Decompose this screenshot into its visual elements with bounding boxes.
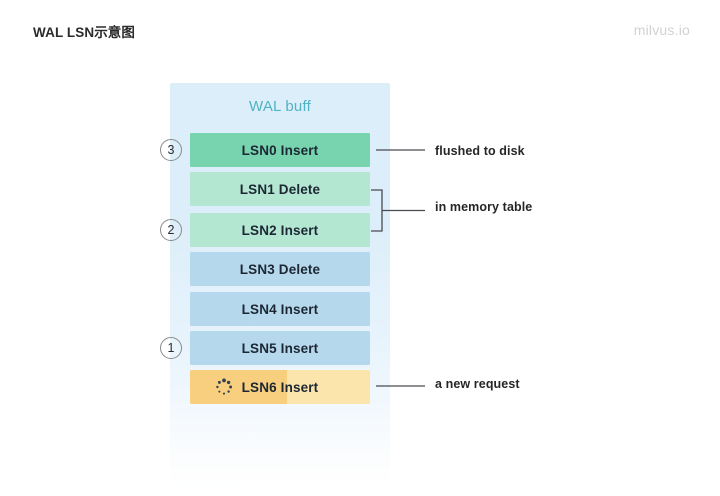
lsn-row-lsn2: LSN2 Insert [190, 213, 370, 247]
lsn-row-label: LSN5 Insert [241, 340, 319, 356]
lsn-row-label: LSN6 Insert [241, 379, 319, 395]
loading-spinner-icon [215, 378, 233, 396]
step-marker-2: 2 [160, 219, 182, 241]
page-title: WAL LSN示意图 [33, 25, 135, 40]
lsn-row-lsn1: LSN1 Delete [190, 172, 370, 206]
annotation-label-a-new-request: a new request [435, 377, 520, 391]
lsn-row-label: LSN4 Insert [241, 301, 319, 317]
lsn-row-label: LSN1 Delete [239, 181, 321, 197]
step-marker-label: 2 [167, 223, 175, 237]
step-marker-3: 3 [160, 139, 182, 161]
annotation-label-flushed-to-disk: flushed to disk [435, 144, 525, 158]
lsn-row-label: LSN0 Insert [241, 142, 319, 158]
lsn-row-lsn5: LSN5 Insert [190, 331, 370, 365]
lsn-row-label: LSN3 Delete [239, 261, 321, 277]
annotation-label-in-memory-table: in memory table [435, 200, 533, 214]
lsn-row-lsn3: LSN3 Delete [190, 252, 370, 286]
wal-buffer-title: WAL buff [249, 98, 311, 115]
step-marker-label: 3 [167, 143, 175, 157]
step-marker-1: 1 [160, 337, 182, 359]
lsn-row-lsn4: LSN4 Insert [190, 292, 370, 326]
lsn-row-lsn0: LSN0 Insert [190, 133, 370, 167]
step-marker-label: 1 [167, 341, 175, 355]
lsn-row-label: LSN2 Insert [241, 222, 319, 238]
site-watermark: milvus.io [633, 22, 690, 38]
lsn-row-lsn6: LSN6 Insert [190, 370, 370, 404]
